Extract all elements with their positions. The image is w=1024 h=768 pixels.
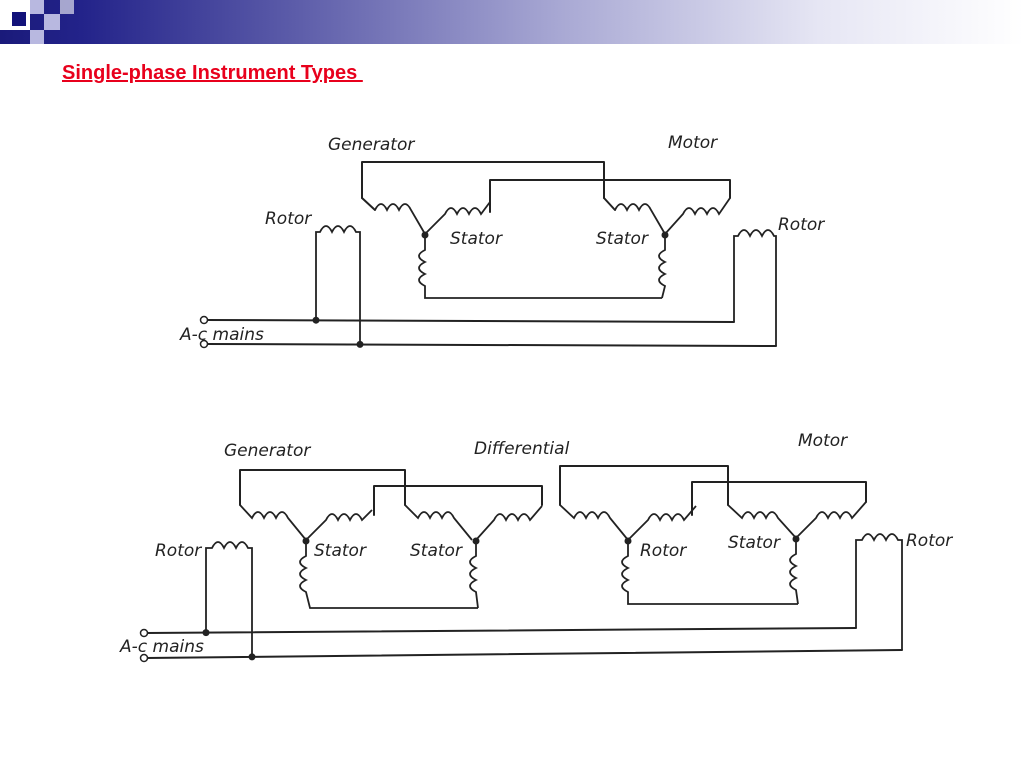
slide-title: Single-phase Instrument Types [62,62,363,84]
header-square-light-2 [44,14,60,30]
bottom-gen2-stator-coil-bottom [469,541,479,609]
top-gen-stator-coil-right [424,201,491,235]
header-bar [0,0,1024,44]
bottom-junction-1 [202,629,210,637]
top-gen-stator-coil-left [374,203,426,235]
bottom-diff-rotor-coil-left [559,504,629,541]
bottom-mains-line-2 [145,649,903,659]
bottom-diff-rotor-coil-right [627,505,697,541]
bottom-mot-stator-coil-bottom [789,539,799,605]
bottom-stator-middle-label: Stator [410,541,463,561]
top-stator-right-label: Stator [596,229,649,249]
bottom-diff-rotor-coil-bottom [621,541,798,605]
bottom-rotor-left-coil [205,541,253,656]
top-mains-terminal-2 [199,339,209,349]
bottom-gen-stator-coil-right [305,509,373,541]
bottom-rotor-left-label: Rotor [155,541,202,561]
top-mot-stator-coil-right [664,197,731,235]
bottom-gen-diff-frame [373,485,543,516]
bottom-gen2-stator-coil-right [475,505,543,541]
top-mot-stator-coil-left [614,203,666,235]
bottom-junction-2 [248,653,256,661]
bottom-mains-line-1 [145,627,857,634]
top-mains-terminal-1 [199,315,209,325]
top-gen-stator-coil-bottom [418,235,662,299]
bottom-rotor-differential-label: Rotor [640,541,687,561]
top-stator-left-label: Stator [450,229,503,249]
bottom-mains-terminal-2 [139,653,149,663]
bottom-generator-label: Generator [224,441,311,461]
bottom-stator-left-label: Stator [314,541,367,561]
top-mot-stator-coil-bottom [658,235,668,299]
header-square-dark [12,12,26,26]
top-junction-2 [356,340,364,348]
header-gradient [0,0,1024,44]
top-mains-label: A-c mains [179,325,264,345]
top-mains-line-2 [205,343,777,347]
top-motor-frame [489,179,731,213]
bottom-mot-stator-coil-right [795,501,867,539]
bottom-diff-motor-frame [691,481,867,516]
top-mot-stator-branch-left [603,197,616,211]
bottom-motor-label: Motor [798,431,848,451]
bottom-rotor-right-label: Rotor [906,531,953,551]
bottom-mains-label: A-c mains [119,637,204,657]
bottom-gen-stator-coil-bottom [299,541,478,609]
bottom-gen2-stator-coil-left [404,504,473,541]
top-generator-label: Generator [328,135,415,155]
header-square-light-1 [30,0,44,14]
bottom-stator-right-label: Stator [728,533,781,553]
top-mains-line-1 [205,319,735,323]
top-rotor-left-label: Rotor [265,209,312,229]
top-rotor-right-coil [733,229,777,346]
bottom-differential-label: Differential [474,439,570,459]
top-rotor-left-coil [315,225,361,344]
top-junction-1 [312,316,320,324]
bottom-generator-frame [239,469,406,506]
bottom-mot-stator-coil-left [727,504,797,539]
top-rotor-right-label: Rotor [778,215,825,235]
bottom-mains-terminal-1 [139,628,149,638]
bottom-diff-frame [559,465,729,506]
bottom-rotor-right-coil [855,533,903,650]
top-gen-stator-branch-left [361,197,376,211]
top-motor-label: Motor [668,133,718,153]
header-square-white [60,0,74,14]
bottom-gen-stator-coil-left [239,504,307,541]
header-square-light-3 [30,30,44,44]
